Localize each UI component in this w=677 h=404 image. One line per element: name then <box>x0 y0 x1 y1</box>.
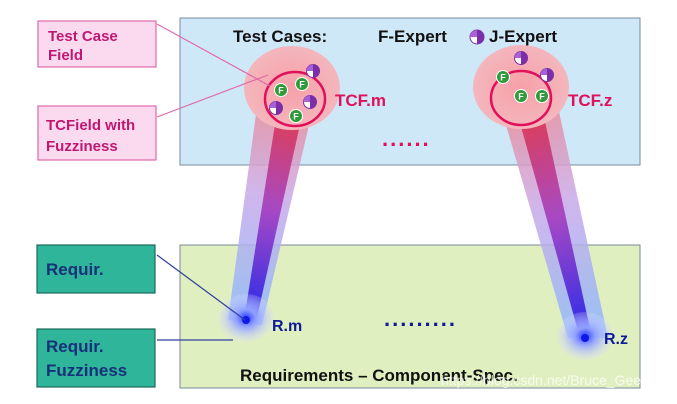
f-glyph: F <box>539 92 545 102</box>
j-expert-icon <box>303 95 317 109</box>
requirements-ellipsis: ......... <box>384 306 457 331</box>
j-expert-icon <box>540 68 554 82</box>
f-expert-icon: F <box>535 89 549 103</box>
f-expert-label: F-Expert <box>378 27 447 46</box>
beam-z <box>490 70 608 338</box>
f-expert-icon: F <box>514 89 528 103</box>
f-expert-icon: F <box>274 83 288 97</box>
f-expert-icon: F <box>295 77 309 91</box>
tcfield-fuzziness-connector <box>156 74 269 118</box>
tcf-z-label: TCF.z <box>568 91 612 110</box>
test-case-field-connector <box>156 23 271 87</box>
legend-requir: Requir. <box>36 244 156 294</box>
j-expert-icon <box>306 64 320 78</box>
f-glyph: F <box>500 73 506 83</box>
legend-test-case-field-line2: Field <box>48 47 83 64</box>
testcases-ellipsis: ...... <box>382 126 431 151</box>
f-glyph: F <box>278 86 284 96</box>
legend-test-case-field: Test Case Field <box>37 20 157 68</box>
j-expert-label: J-Expert <box>489 27 557 46</box>
rm-point <box>242 316 250 324</box>
rz-label: R.z <box>604 331 628 348</box>
j-expert-icon <box>269 101 283 115</box>
f-expert-icon: F <box>289 109 303 123</box>
tcf-m-label: TCF.m <box>335 91 386 110</box>
legend-tcfield-fuzziness: TCField with Fuzziness <box>37 105 157 161</box>
requir-connector <box>156 254 246 321</box>
requirements-title: Requirements – Component-Spec. <box>240 366 518 385</box>
testcases-title: Test Cases: <box>233 27 327 46</box>
tcf-z-halo <box>473 45 569 129</box>
f-glyph: F <box>518 92 524 102</box>
legend-requir-text: Requir. <box>46 260 104 279</box>
legend-tcfield-line1: TCField with <box>46 117 135 134</box>
watermark: https://blog.csdn.net/Bruce_Gee <box>441 372 641 388</box>
tcf-m-circle <box>263 70 327 128</box>
legend-test-case-field-line1: Test Case <box>48 28 118 45</box>
expert-icons: F F F F F F <box>269 51 554 123</box>
legend-requir-fuzziness: Requir. Fuzziness <box>36 328 156 388</box>
legend-tcfield-line2: Fuzziness <box>46 138 118 155</box>
rm-label: R.m <box>272 318 302 335</box>
legend-requir-fuzziness-line2: Fuzziness <box>46 361 127 380</box>
rz-point <box>581 334 589 342</box>
legend-requir-fuzziness-line1: Requir. <box>46 337 104 356</box>
j-expert-icon <box>514 51 528 65</box>
tcf-z-circle <box>489 69 553 127</box>
f-expert-icon: F <box>496 70 510 84</box>
f-glyph: F <box>299 80 305 90</box>
beam-m <box>228 70 322 325</box>
f-glyph: F <box>293 112 299 122</box>
j-expert-legend-icon <box>469 29 485 45</box>
